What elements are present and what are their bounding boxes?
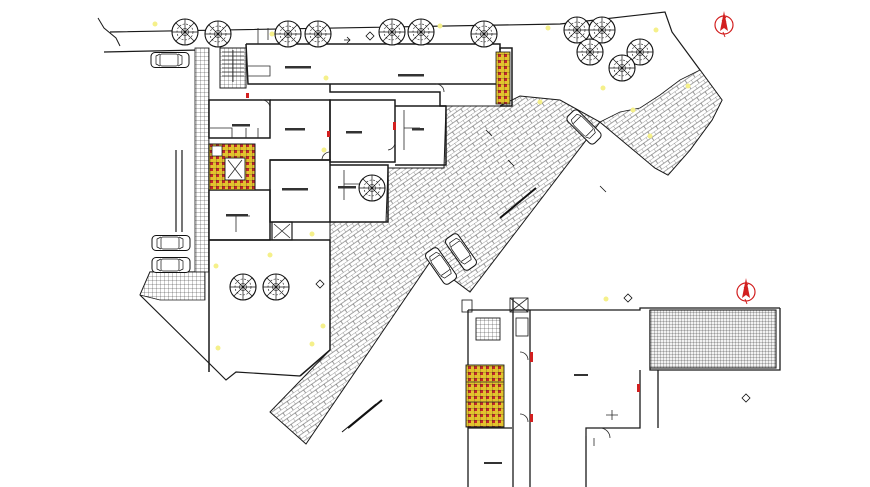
tree-icon — [407, 18, 435, 46]
tree-icon — [229, 273, 257, 301]
section-marker-icon — [344, 36, 351, 44]
section-marker-icon — [507, 159, 515, 167]
north-arrow-icon — [714, 10, 734, 38]
tree-icon — [358, 174, 386, 202]
car-icon — [151, 235, 191, 251]
section-marker-icon — [365, 31, 375, 41]
paved-plaza — [269, 69, 723, 445]
tree-icon — [576, 38, 604, 66]
car-icon — [151, 257, 191, 273]
light-marker-icon — [647, 133, 653, 139]
north-arrow-icon — [736, 277, 756, 305]
section-markers — [315, 31, 751, 403]
light-marker-icon — [320, 323, 326, 329]
light-marker-icon — [545, 25, 551, 31]
section-marker-icon — [485, 129, 493, 137]
tree-icon — [262, 273, 290, 301]
light-marker-icon — [213, 263, 219, 269]
light-marker-icon — [603, 296, 609, 302]
light-marker-icon — [653, 27, 659, 33]
light-marker-icon — [215, 345, 221, 351]
light-marker-icon — [537, 99, 543, 105]
light-marker-icon — [267, 252, 273, 258]
main-building — [208, 28, 716, 464]
light-marker-icon — [600, 85, 606, 91]
light-marker-icon — [321, 147, 327, 153]
light-marker-icon — [309, 341, 315, 347]
toilet-tiled-area — [208, 143, 256, 191]
tree-icon — [304, 20, 332, 48]
tree-icon — [608, 54, 636, 82]
tree-icon — [378, 18, 406, 46]
stair-block — [222, 50, 244, 82]
tree-icon — [470, 20, 498, 48]
light-marker-icon — [685, 83, 691, 89]
left-paving-strip — [139, 47, 210, 301]
tree-icon — [171, 18, 199, 46]
car-icon — [150, 52, 190, 68]
section-marker-icon — [599, 185, 607, 193]
detail-plan — [461, 297, 781, 487]
tree-icon — [204, 20, 232, 48]
light-markers — [152, 21, 691, 351]
light-marker-icon — [437, 23, 443, 29]
light-marker-icon — [630, 107, 636, 113]
section-marker-icon — [623, 293, 633, 303]
light-marker-icon — [309, 231, 315, 237]
tree-icon — [274, 20, 302, 48]
light-marker-icon — [323, 75, 329, 81]
light-marker-icon — [152, 21, 158, 27]
section-marker-icon — [315, 279, 325, 289]
section-marker-icon — [741, 393, 751, 403]
light-marker-icon — [269, 31, 275, 37]
